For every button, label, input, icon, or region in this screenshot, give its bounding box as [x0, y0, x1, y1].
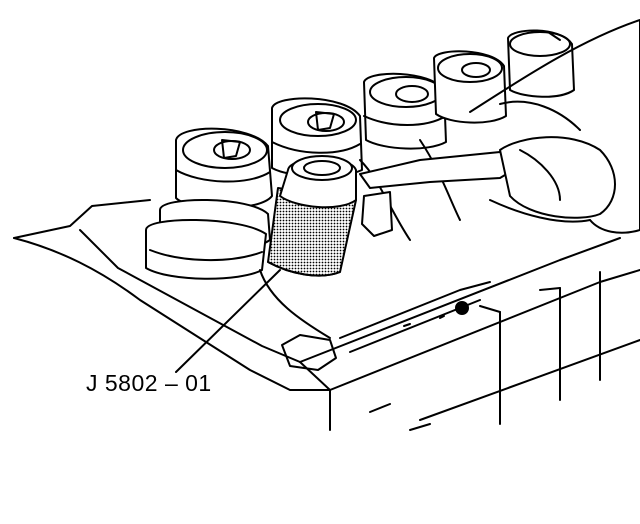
hand-with-wrench	[359, 19, 640, 237]
tool-callout-label: J 5802 – 01	[86, 370, 212, 396]
cylinder-head-housing	[13, 199, 640, 431]
valve-train-row	[145, 29, 575, 339]
callout-leader-line	[175, 269, 281, 373]
tool-j5802-01	[267, 155, 357, 277]
